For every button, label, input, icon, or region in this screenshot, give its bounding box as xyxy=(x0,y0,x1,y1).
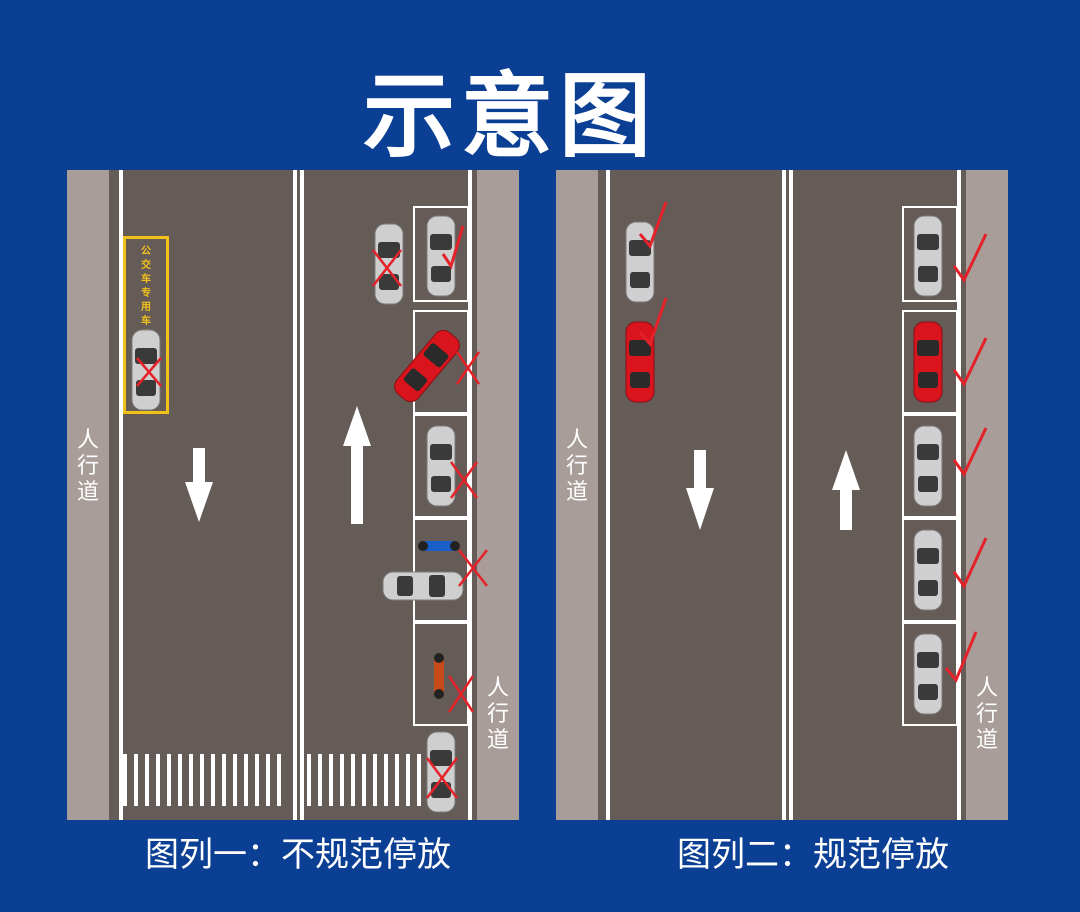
parking-slot xyxy=(413,414,469,518)
right-scene-overlay xyxy=(625,201,988,715)
sidewalk-left xyxy=(67,170,109,820)
car xyxy=(390,325,464,407)
car xyxy=(913,529,943,611)
parking-slot xyxy=(902,518,958,622)
caption-proper: 图列二：规范停放 xyxy=(677,835,949,875)
check-mark-icon xyxy=(638,297,668,347)
lane-line xyxy=(119,170,123,820)
car xyxy=(913,425,943,507)
lane-line xyxy=(957,170,961,820)
check-mark-icon xyxy=(952,233,988,283)
arrow-up-icon xyxy=(343,406,371,524)
caption-improper: 图列一：不规范停放 xyxy=(145,835,451,875)
parking-slot xyxy=(413,622,469,726)
arrow-down-icon xyxy=(686,450,714,530)
arrow-up-icon xyxy=(832,450,860,530)
parking-slot xyxy=(413,518,469,622)
check-mark-icon xyxy=(952,337,988,387)
sidewalk-label: 人 行 道 xyxy=(76,428,99,505)
center-line xyxy=(782,170,786,820)
cross-mark-icon xyxy=(458,549,488,587)
cross-mark-icon xyxy=(426,757,458,799)
arrow-down-icon xyxy=(185,448,213,522)
check-mark-icon xyxy=(638,201,668,249)
motorcycle xyxy=(434,653,444,699)
page-title: 示意图 xyxy=(362,63,657,170)
car xyxy=(382,571,464,601)
sidewalk-right xyxy=(966,170,1008,820)
parking-slot xyxy=(413,206,469,302)
diagram-proper-parking: 人 行 道 人 行 道 xyxy=(556,170,1008,820)
lane-line xyxy=(606,170,610,820)
cross-mark-icon xyxy=(136,357,162,387)
car xyxy=(426,425,456,507)
sidewalk-left xyxy=(556,170,598,820)
check-mark-icon xyxy=(952,537,988,589)
cross-mark-icon xyxy=(372,249,402,287)
sidewalk-label: 人 行 道 xyxy=(565,428,588,505)
car xyxy=(913,215,943,297)
diagram-improper-parking: 人 行 道 人 行 道 公 交 车 专 用 车 位 xyxy=(67,170,519,820)
center-line xyxy=(300,170,304,820)
sidewalk-label: 人 行 道 xyxy=(975,676,998,753)
center-line xyxy=(293,170,297,820)
cross-mark-icon xyxy=(447,675,475,713)
lane-line xyxy=(468,170,472,820)
car xyxy=(913,321,943,403)
check-mark-icon xyxy=(441,225,465,270)
car xyxy=(426,731,456,813)
cross-mark-icon xyxy=(449,461,479,499)
car xyxy=(913,633,943,715)
center-line xyxy=(789,170,793,820)
check-mark-icon xyxy=(944,631,978,683)
sidewalk-right xyxy=(477,170,519,820)
motorcycle xyxy=(418,541,460,551)
crosswalk xyxy=(123,754,287,806)
car xyxy=(426,215,456,297)
sidewalk-label: 人 行 道 xyxy=(486,676,509,753)
left-scene-overlay xyxy=(131,215,488,813)
parking-slot xyxy=(902,310,958,414)
check-mark-icon xyxy=(952,427,988,477)
cross-mark-icon xyxy=(455,351,481,385)
parking-slot xyxy=(902,206,958,302)
